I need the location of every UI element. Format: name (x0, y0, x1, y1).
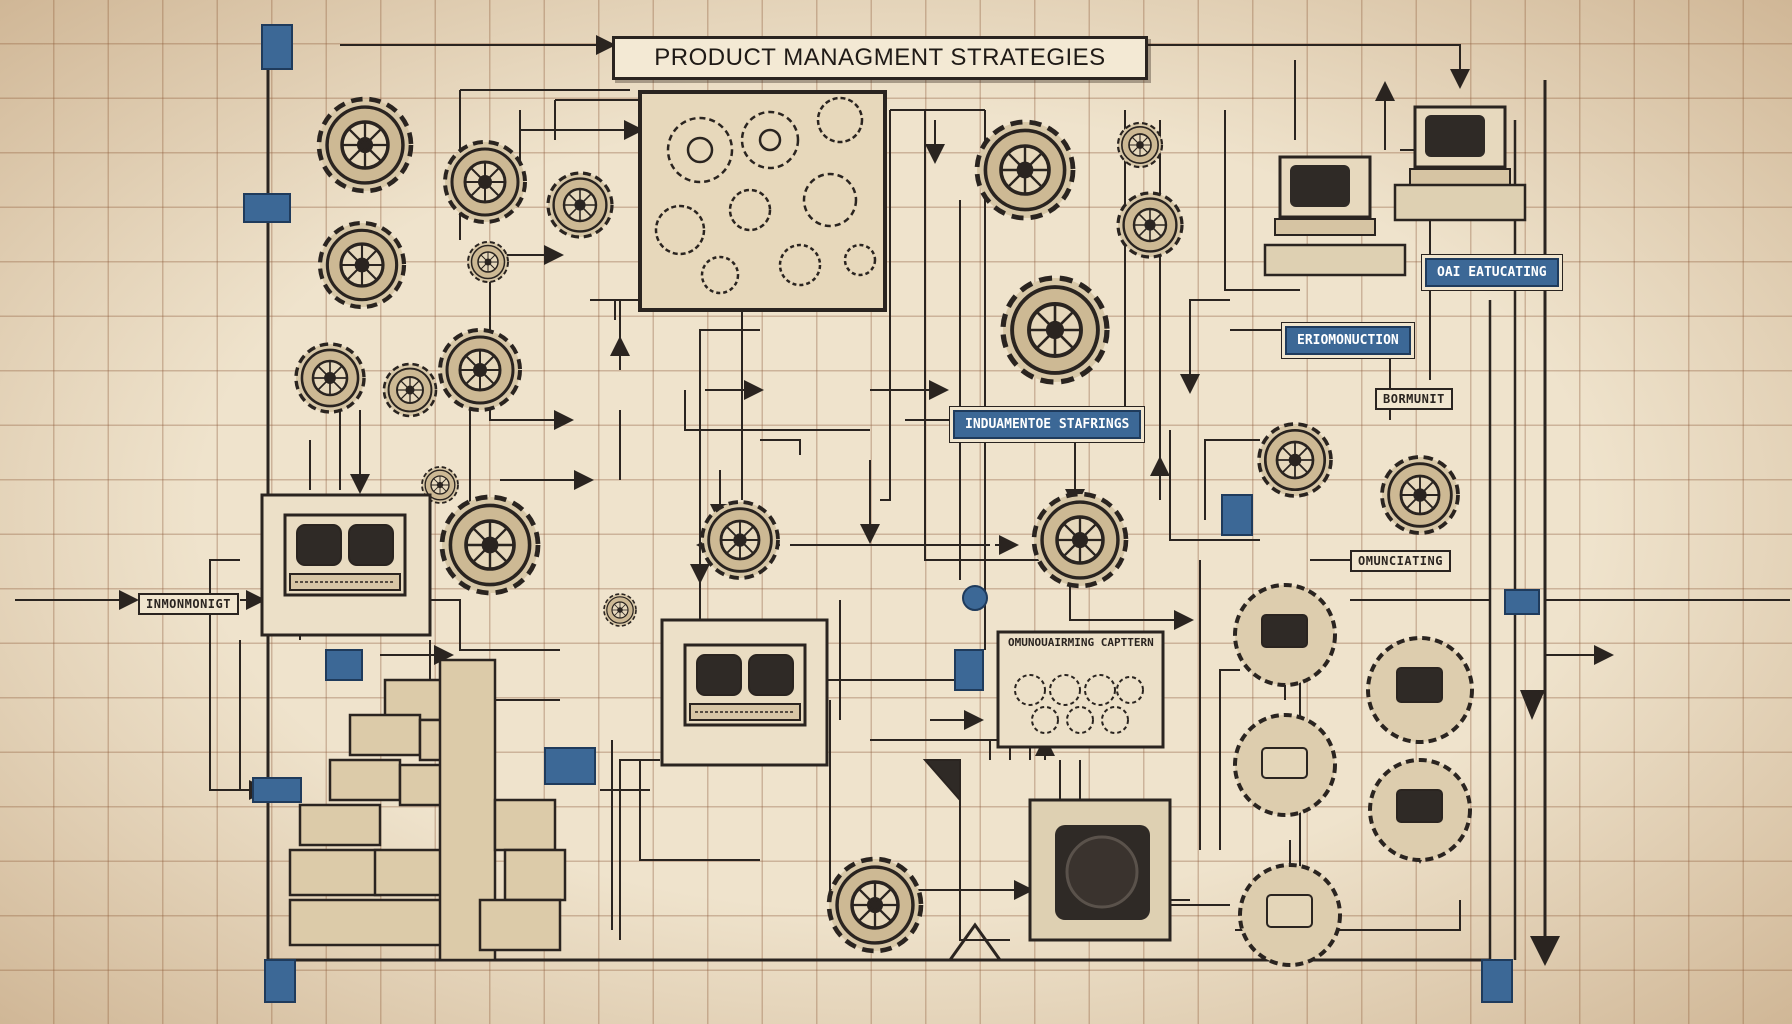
capture-panel-caption: OMUNOUAIRMING CAPTTERN (1008, 636, 1154, 649)
box-left-input: INMONMONIGT (138, 593, 239, 615)
box-bottom-right: BORMUNIT (1375, 388, 1453, 410)
blue-label-middle-right: ERIOMONUCTION (1285, 326, 1411, 355)
box-center-right: OMUNCIATING (1350, 550, 1451, 572)
page-title: PRODUCT MANAGMENT STRATEGIES (612, 36, 1148, 80)
blue-label-center: INDUAMENTOE STAFRINGS (953, 410, 1142, 439)
blue-label-top-right: OAI EATUCATING (1425, 258, 1559, 287)
